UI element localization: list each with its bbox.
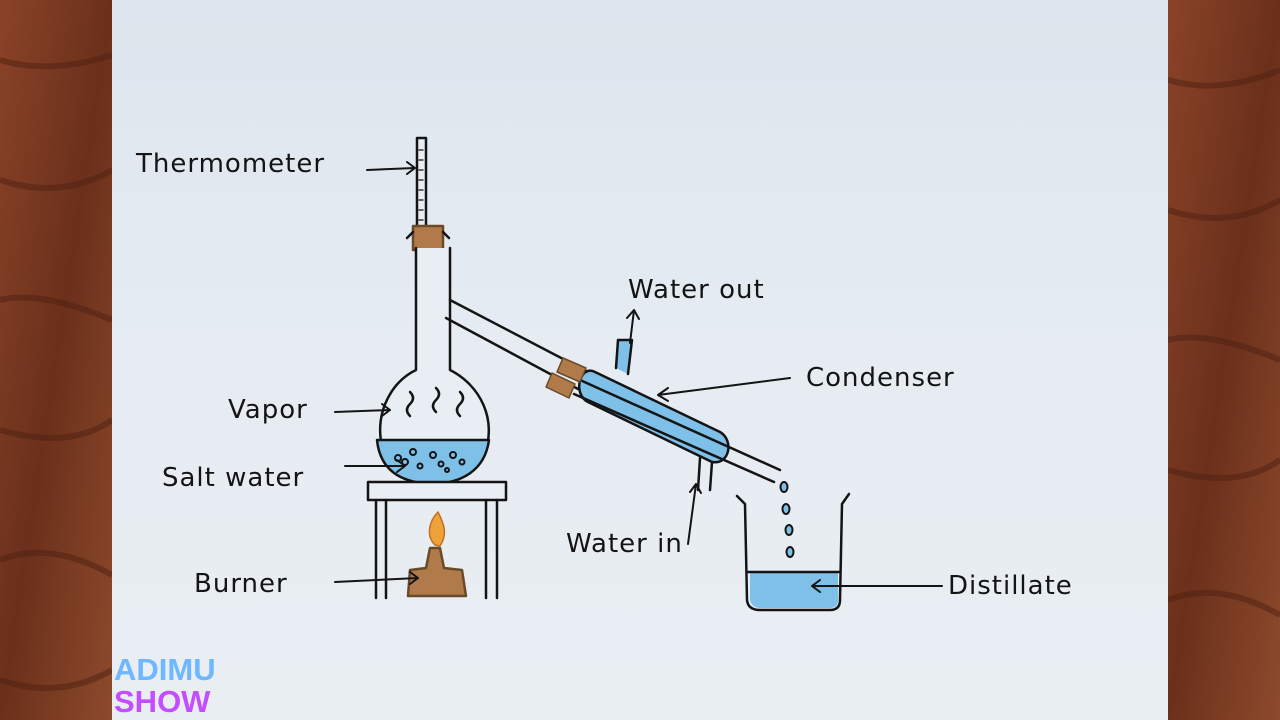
watermark-line1: ADIMU xyxy=(114,652,216,687)
vapor-lines xyxy=(405,386,465,418)
wood-background-right xyxy=(1168,0,1280,720)
label-condenser: Condenser xyxy=(806,363,955,393)
arrow-thermometer xyxy=(366,161,416,175)
arrow-salt-water xyxy=(344,459,406,473)
watermark-line2: SHOW xyxy=(114,684,211,719)
beaker xyxy=(735,492,851,612)
arrow-vapor xyxy=(334,403,391,417)
arrow-distillate xyxy=(811,579,943,593)
condenser-tube xyxy=(545,338,782,492)
label-thermometer: Thermometer xyxy=(135,149,325,179)
paper-sheet xyxy=(112,0,1168,720)
label-vapor: Vapor xyxy=(228,395,308,425)
salt-bubbles xyxy=(394,448,466,473)
flask-cork xyxy=(411,224,445,252)
channel-watermark: ADIMU SHOW xyxy=(114,654,216,718)
label-burner: Burner xyxy=(194,569,288,599)
label-water-in: Water in xyxy=(566,529,683,559)
distillate-drops xyxy=(779,481,795,558)
arrow-water-in xyxy=(687,483,702,545)
label-water-out: Water out xyxy=(628,275,765,305)
round-bottom-flask xyxy=(375,246,592,486)
arrow-burner xyxy=(334,571,419,585)
wood-background-left xyxy=(0,0,112,720)
arrow-condenser xyxy=(657,377,791,402)
label-salt-water: Salt water xyxy=(162,463,304,493)
arrow-water-out xyxy=(626,309,640,344)
arrows xyxy=(334,161,943,593)
burner-icon xyxy=(406,511,468,598)
tripod-stand xyxy=(366,480,508,600)
label-distillate: Distillate xyxy=(948,571,1073,601)
